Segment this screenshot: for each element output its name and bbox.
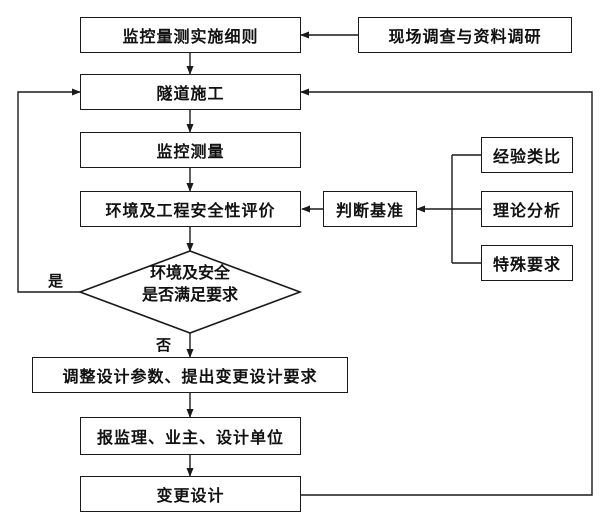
arrow-change-loop [300,88,593,496]
theory-box: 理论分析 [481,191,573,227]
safety-evaluation-box: 环境及工程安全性评价 [80,191,301,227]
tunnel-construction-box: 隧道施工 [80,74,301,110]
criteria-box: 判断基准 [323,191,417,227]
decision-text: 环境及安全 是否满足要求 [95,262,285,306]
monitoring-box: 监控测量 [80,132,301,168]
decision-diamond [77,250,303,334]
no-label: 否 [156,336,172,354]
special-box: 特殊要求 [481,245,573,281]
yes-label: 是 [48,272,64,290]
monitoring-rules-box: 监控量测实施细则 [80,17,301,53]
decision-line-2: 是否满足要求 [141,285,238,304]
report-box: 报监理、业主、设计单位 [80,417,301,455]
experience-box: 经验类比 [481,137,573,173]
site-survey-box: 现场调查与资料调研 [358,17,572,53]
arrow-yes-loop [17,88,81,293]
adjust-design-box: 调整设计参数、提出变更设计要求 [32,357,348,393]
change-design-box: 变更设计 [80,476,301,512]
decision-line-1: 环境及安全 [149,263,230,282]
